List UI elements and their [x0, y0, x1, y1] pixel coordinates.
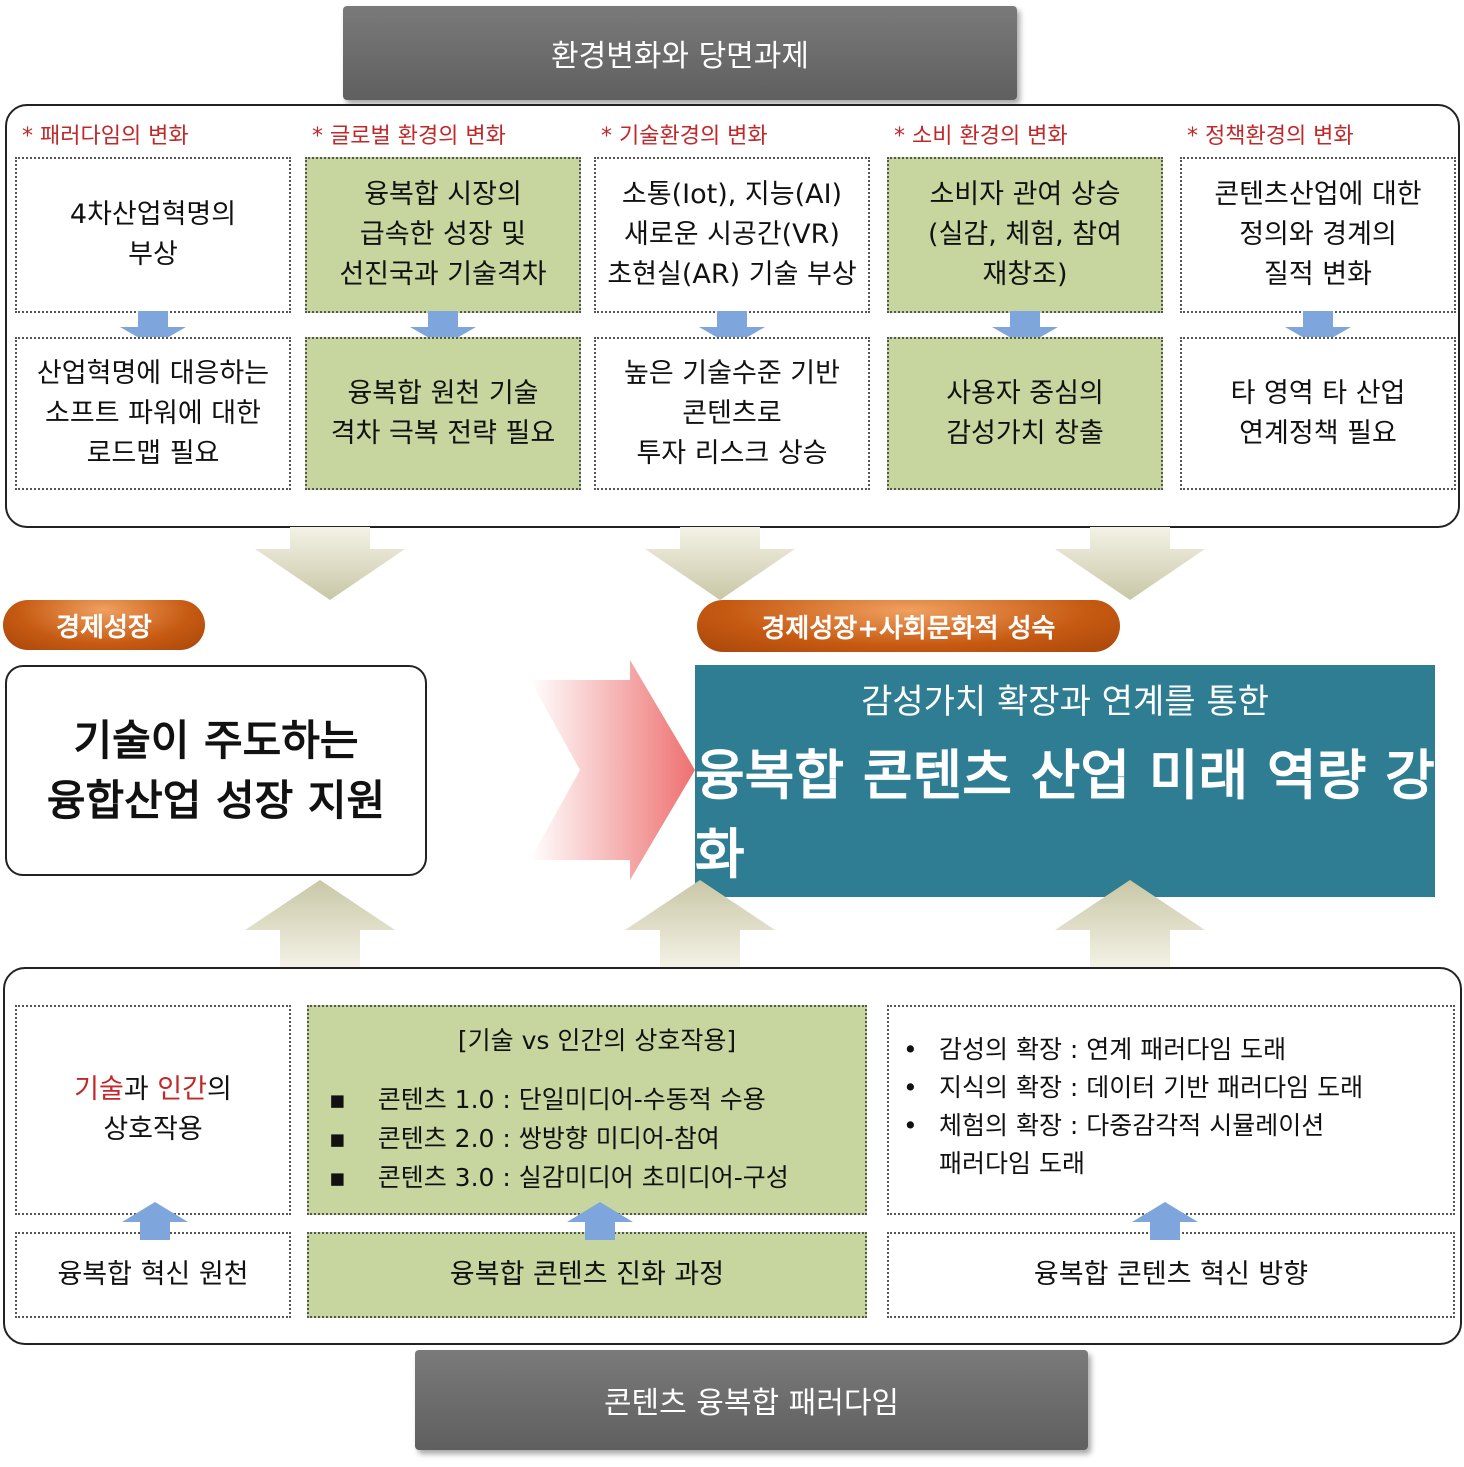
up-arrow-icon [625, 880, 775, 968]
need-box: 산업혁명에 대응하는 소프트 파워에 대한 로드맵 필요 [15, 337, 291, 490]
bottom-title-bar: 콘텐츠 융복합 패러다임 [415, 1350, 1088, 1450]
pill-left-text: 경제성장 [56, 612, 152, 643]
direction-item: •체험의 확장 : 다중감각적 시뮬레이션 패러다임 도래 [903, 1107, 1363, 1183]
need-box: 타 영역 타 산업 연계정책 필요 [1180, 337, 1456, 490]
top-title-bar: 환경변화와 당면과제 [343, 6, 1017, 100]
need-box: 융복합 원천 기술 격차 극복 전략 필요 [305, 337, 581, 490]
blue-down-arrow-icon [1285, 311, 1351, 346]
down-arrows [255, 527, 1205, 600]
tech-word: 기술 [74, 1074, 124, 1105]
up-arrow-icon [1055, 880, 1205, 968]
evolution-item-text: 콘텐츠 2.0 : 쌍방향 미디어-참여 [377, 1124, 720, 1153]
evolution-item-text: 콘텐츠 3.0 : 실감미디어 초미디어-구성 [377, 1163, 789, 1192]
interaction-box: 기술과 인간의 상호작용 [15, 1005, 291, 1215]
tech-led-box: 기술이 주도하는 융합산업 성장 지원 [5, 665, 427, 876]
direction-item-text: 체험의 확장 : 다중감각적 시뮬레이션 패러다임 도래 [939, 1111, 1325, 1178]
blue-up-arrow-icon [567, 1202, 633, 1240]
human-word: 인간 [157, 1074, 207, 1105]
evolution-item: ▪ 콘텐츠 1.0 : 단일미디어-수동적 수용 [329, 1085, 766, 1114]
direction-box: •감성의 확장 : 연계 패러다임 도래•지식의 확장 : 데이터 기반 패러다… [887, 1005, 1455, 1215]
footer-evolution: 융복합 콘텐츠 진화 과정 [307, 1232, 867, 1318]
column-label: * 소비 환경의 변화 [894, 124, 1068, 149]
evolution-item: ▪ 콘텐츠 2.0 : 쌍방향 미디어-참여 [329, 1124, 720, 1153]
challenge-box: 콘텐츠산업에 대한 정의와 경계의 질적 변화 [1180, 157, 1456, 313]
blue-up-arrow-icon [122, 1202, 188, 1240]
up-arrows [245, 880, 1205, 968]
blue-down-arrow-icon [120, 311, 186, 346]
small-up-arrows [122, 1202, 1198, 1240]
blue-down-arrow-icon [410, 311, 476, 346]
down-arrow-icon [255, 527, 405, 600]
goal-box: 감성가치 확장과 연계를 통한 융복합 콘텐츠 산업 미래 역량 강화 [695, 665, 1435, 897]
column-label: * 글로벌 환경의 변화 [312, 124, 506, 149]
of-word: 의 [206, 1074, 232, 1105]
pill-right-text: 경제성장+사회문화적 성숙 [761, 613, 1056, 644]
evolution-item-text: 콘텐츠 1.0 : 단일미디어-수동적 수용 [377, 1085, 766, 1114]
challenge-box: 소통(Iot), 지능(AI) 새로운 시공간(VR) 초현실(AR) 기술 부… [594, 157, 870, 313]
blue-down-arrow-icon [992, 311, 1058, 346]
need-box: 높은 기술수준 기반 콘텐츠로 투자 리스크 상승 [594, 337, 870, 490]
goal-title: 융복합 콘텐츠 산업 미래 역량 강화 [695, 743, 1435, 886]
evolution-heading: [기술 vs 인간의 상호작용] [457, 1026, 737, 1055]
pill-economic-growth: 경제성장 [3, 600, 205, 650]
up-arrow-icon [245, 880, 395, 968]
and-word: 과 [123, 1074, 158, 1105]
pill-economic-social: 경제성장+사회문화적 성숙 [697, 600, 1120, 652]
column-label: * 정책환경의 변화 [1187, 124, 1354, 149]
evolution-box: [기술 vs 인간의 상호작용] ▪ 콘텐츠 1.0 : 단일미디어-수동적 수… [307, 1005, 867, 1215]
footer-source: 융복합 혁신 원천 [15, 1232, 291, 1318]
challenge-box: 융복합 시장의 급속한 성장 및 선진국과 기술격차 [305, 157, 581, 313]
down-arrow-icon [645, 527, 795, 600]
direction-item: •지식의 확장 : 데이터 기반 패러다임 도래 [903, 1069, 1363, 1107]
blue-down-arrow-icon [699, 311, 765, 346]
bottom-title: 콘텐츠 융복합 패러다임 [603, 1386, 900, 1421]
direction-item-text: 감성의 확장 : 연계 패러다임 도래 [939, 1035, 1287, 1064]
top-title: 환경변화와 당면과제 [551, 39, 809, 74]
footer-direction: 융복합 콘텐츠 혁신 방향 [887, 1232, 1455, 1318]
blue-up-arrow-icon [1132, 1202, 1198, 1240]
direction-item-text: 지식의 확장 : 데이터 기반 패러다임 도래 [939, 1073, 1364, 1102]
evolution-item: ▪ 콘텐츠 3.0 : 실감미디어 초미디어-구성 [329, 1163, 789, 1192]
challenge-box: 소비자 관여 상승 (실감, 체험, 참여 재창조) [887, 157, 1163, 313]
challenge-box: 4차산업혁명의 부상 [15, 157, 291, 313]
need-box: 사용자 중심의 감성가치 창출 [887, 337, 1163, 490]
pink-arrow-icon [530, 660, 695, 880]
column-label: * 패러다임의 변화 [22, 124, 189, 149]
direction-list: •감성의 확장 : 연계 패러다임 도래•지식의 확장 : 데이터 기반 패러다… [903, 1031, 1363, 1183]
down-arrow-icon [1055, 527, 1205, 600]
goal-subtitle: 감성가치 확장과 연계를 통한 [861, 681, 1269, 722]
interaction-line2: 상호작용 [103, 1114, 203, 1145]
direction-item: •감성의 확장 : 연계 패러다임 도래 [903, 1031, 1363, 1069]
column-label: * 기술환경의 변화 [601, 124, 768, 149]
evolution-list: ▪ 콘텐츠 1.0 : 단일미디어-수동적 수용 ▪ 콘텐츠 2.0 : 쌍방향 … [329, 1080, 789, 1197]
